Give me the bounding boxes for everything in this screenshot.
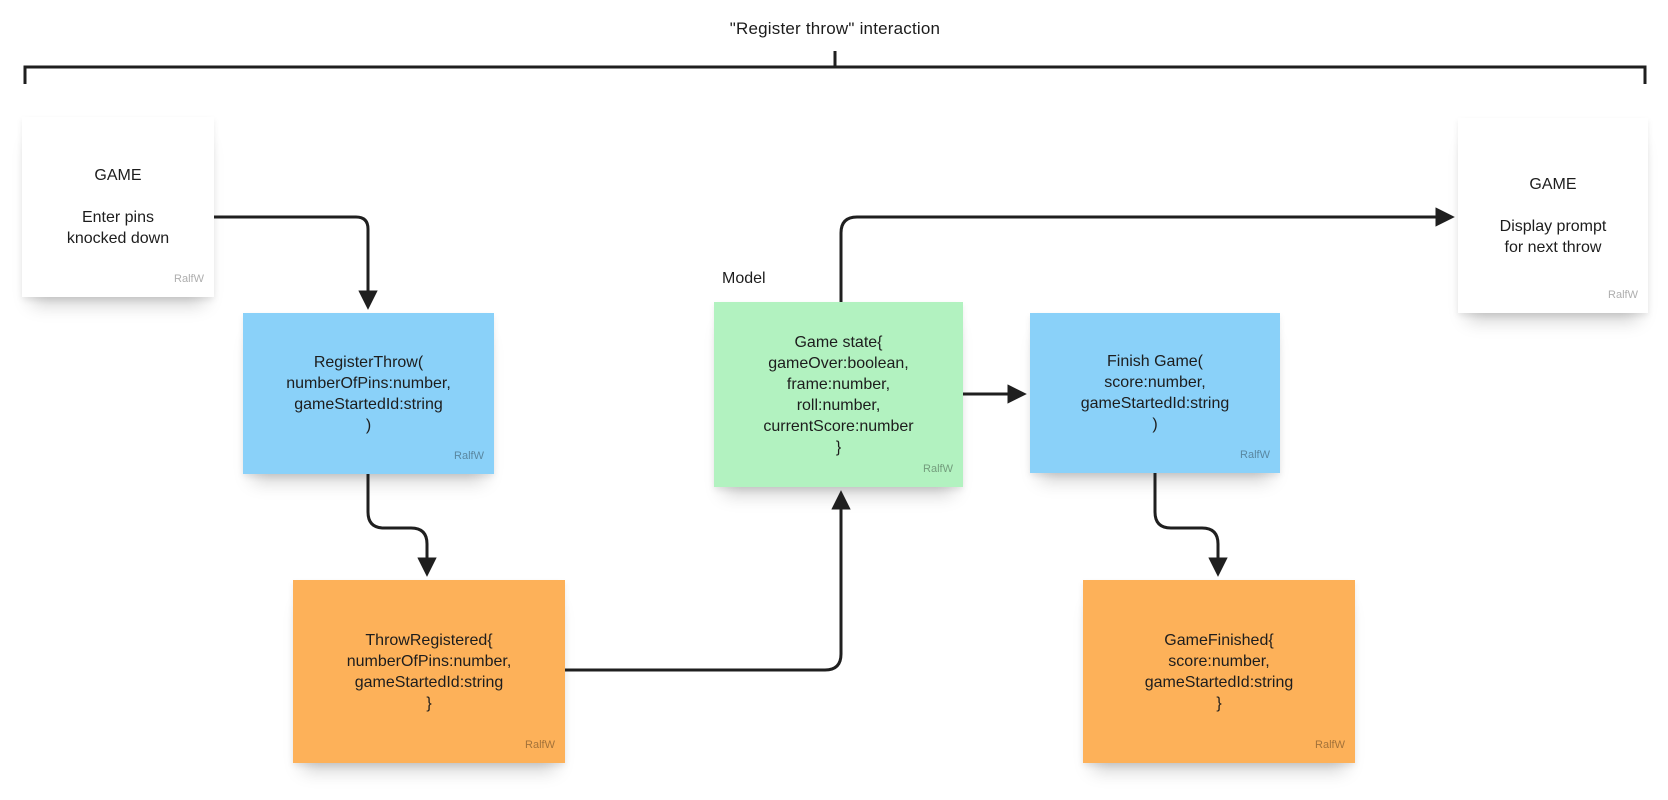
bracket-line[interactable] [23, 65, 1647, 84]
note-author: RalfW [174, 273, 204, 285]
sticky-note-throw-registered[interactable]: ThrowRegistered{ numberOfPins:number, ga… [293, 580, 565, 763]
note-text: RegisterThrow( numberOfPins:number, game… [286, 353, 451, 434]
note-author: RalfW [525, 739, 555, 751]
arrow-gamestate-to-game[interactable] [839, 207, 1455, 302]
note-author: RalfW [454, 450, 484, 462]
sticky-note-game-left[interactable]: GAME Enter pins knocked down RalfW [22, 117, 214, 297]
note-text: ThrowRegistered{ numberOfPins:number, ga… [346, 631, 512, 712]
note-author: RalfW [923, 463, 953, 475]
diagram-title[interactable]: "Register throw" interaction [729, 19, 941, 38]
sticky-note-game-finished[interactable]: GameFinished{ score:number, gameStartedI… [1083, 580, 1355, 763]
arrow-game-to-registerthrow[interactable] [214, 215, 378, 310]
model-label[interactable]: Model [722, 270, 766, 287]
note-author: RalfW [1315, 739, 1345, 751]
note-text: GameFinished{ score:number, gameStartedI… [1144, 631, 1294, 712]
note-author: RalfW [1240, 449, 1270, 461]
arrow-registerthrow-to-throwregistered[interactable] [366, 474, 437, 577]
note-text: Game state{ gameOver:boolean, frame:numb… [763, 333, 914, 456]
arrow-finishgame-to-gamefinished[interactable] [1153, 473, 1228, 577]
sticky-note-register-throw[interactable]: RegisterThrow( numberOfPins:number, game… [243, 313, 494, 474]
interaction-bracket[interactable] [23, 51, 1647, 84]
sticky-note-finish-game[interactable]: Finish Game( score:number, gameStartedId… [1030, 313, 1280, 473]
note-text: GAME Display prompt for next throw [1499, 175, 1607, 256]
note-text: Finish Game( score:number, gameStartedId… [1080, 353, 1230, 433]
note-author: RalfW [1608, 289, 1638, 301]
sticky-note-game-right[interactable]: GAME Display prompt for next throw RalfW [1458, 118, 1648, 313]
arrow-throwregistered-to-gamestate[interactable] [565, 490, 851, 672]
note-text: GAME Enter pins knocked down [66, 167, 170, 247]
sticky-note-game-state[interactable]: Game state{ gameOver:boolean, frame:numb… [714, 302, 963, 487]
